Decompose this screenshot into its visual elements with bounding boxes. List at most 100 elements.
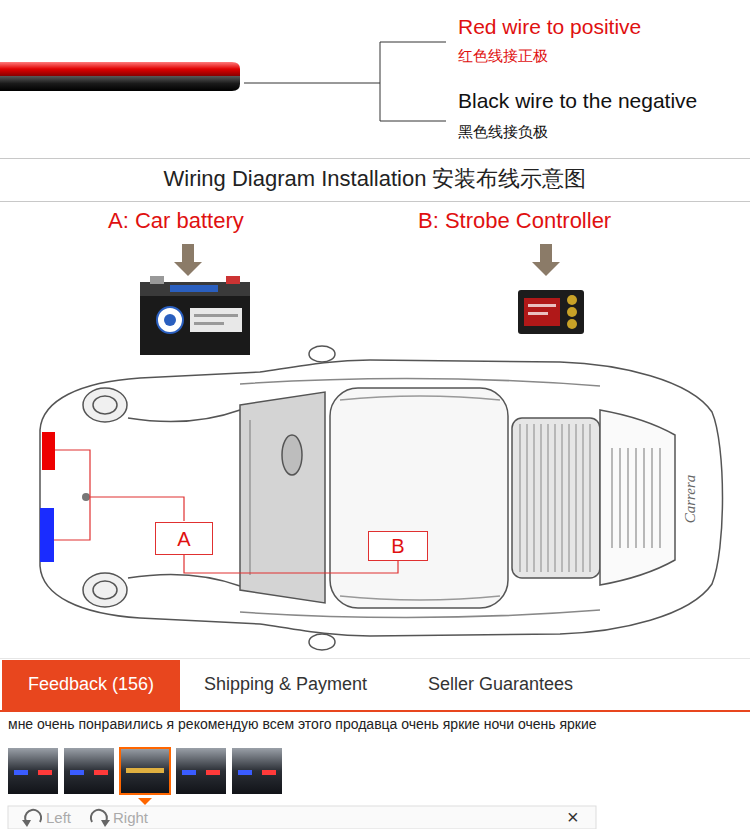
strobe-controller — [567, 319, 577, 329]
tab-bar — [0, 658, 750, 659]
wire-connector — [184, 555, 398, 573]
car-battery — [226, 276, 240, 284]
car-top-view — [83, 573, 127, 607]
car-battery — [140, 290, 250, 355]
car-top-view — [330, 388, 508, 608]
down-arrow — [182, 244, 194, 262]
review-text: мне очень понравились я рекомендую всем … — [8, 716, 597, 733]
divider-line — [0, 201, 750, 202]
car-battery — [190, 308, 242, 332]
review-thumbnail — [206, 770, 220, 775]
review-thumbnail — [94, 770, 108, 775]
review-thumbnail — [64, 748, 114, 794]
black-wire — [0, 76, 240, 91]
review-thumbnail — [182, 770, 196, 775]
wire-note: Red wire to positive — [458, 14, 641, 39]
car-top-view — [612, 448, 660, 548]
blue-strobe-light — [40, 508, 54, 562]
car-top-view — [512, 418, 600, 578]
car-battery — [194, 322, 224, 325]
review-thumbnail — [38, 770, 52, 775]
car-battery — [150, 276, 164, 284]
car-top-view — [40, 360, 723, 636]
down-arrow — [532, 262, 560, 276]
toolbar-button: Right — [113, 809, 148, 827]
car-battery — [194, 314, 238, 317]
review-thumbnail — [138, 798, 152, 805]
divider-line — [0, 158, 750, 159]
node-text: B — [391, 534, 404, 558]
review-thumbnail — [14, 770, 28, 775]
diagram-title: Wiring Diagram Installation 安装布线示意图 — [158, 166, 593, 191]
car-top-view — [128, 574, 240, 586]
strobe-light — [40, 432, 55, 562]
review-thumbnail — [8, 748, 282, 805]
car-top-view — [340, 396, 500, 600]
car-badge: Carrera — [681, 475, 699, 524]
wire-note: 红色线接正极 — [458, 47, 548, 65]
review-thumbnail — [126, 768, 164, 773]
leader-bracket — [244, 42, 446, 121]
review-thumbnail — [238, 770, 252, 775]
review-thumbnail — [120, 748, 170, 794]
rotate-toolbar — [101, 820, 110, 827]
review-thumbnail — [262, 770, 276, 775]
rotate-toolbar — [22, 820, 31, 827]
car-battery — [140, 282, 250, 296]
leader-bracket — [244, 42, 446, 121]
red-wire — [0, 62, 240, 76]
wire-note: 黑色线接负极 — [458, 123, 548, 141]
car-top-view — [40, 346, 723, 650]
wire-junction-box: A — [155, 522, 213, 555]
wire-junction-box: B — [368, 531, 428, 561]
active-tab: Feedback (156) — [2, 660, 180, 710]
review-thumbnail — [8, 748, 58, 794]
car-top-view — [249, 420, 251, 575]
review-thumbnail — [70, 770, 84, 775]
rotate-toolbar — [8, 806, 596, 829]
wire-illustration — [0, 62, 240, 91]
car-top-view — [93, 396, 117, 414]
car-battery — [164, 314, 176, 326]
car-top-view — [240, 378, 600, 617]
down-arrow — [540, 244, 552, 262]
down-arrow — [174, 262, 202, 276]
toolbar-button: Left — [46, 809, 71, 827]
car-top-view — [282, 435, 302, 475]
tab-bar — [0, 710, 750, 712]
strobe-controller — [567, 295, 577, 305]
tab-label: Shipping & Payment — [204, 674, 367, 696]
down-arrow — [174, 244, 560, 276]
red-strobe-light — [42, 432, 55, 470]
car-top-view — [240, 392, 325, 603]
strobe-controller — [524, 298, 560, 326]
part-label: A: Car battery — [108, 208, 244, 234]
strobe-controller — [528, 312, 548, 315]
car-battery — [140, 276, 250, 355]
strobe-controller — [567, 307, 577, 317]
review-thumbnail — [176, 748, 226, 794]
car-top-view — [600, 410, 675, 585]
car-top-view — [83, 388, 127, 422]
tab-label: Seller Guarantees — [428, 674, 573, 696]
car-top-view — [82, 493, 90, 501]
car-battery — [170, 285, 218, 292]
car-top-view — [128, 410, 240, 422]
wire-note: Black wire to the negative — [458, 88, 697, 113]
strobe-controller — [518, 290, 584, 334]
car-top-view — [309, 634, 335, 650]
car-top-view — [93, 581, 117, 599]
title-band: Wiring Diagram Installation 安装布线示意图 — [0, 166, 750, 192]
rotate-toolbar — [8, 806, 596, 829]
node-text: A — [177, 527, 190, 551]
node-text: Feedback (156) — [28, 674, 154, 696]
close-button: × — [567, 805, 579, 829]
car-battery — [157, 307, 183, 333]
tab-bar — [0, 658, 750, 712]
car-top-view — [309, 346, 335, 362]
divider-line — [0, 159, 750, 202]
strobe-controller — [528, 304, 556, 307]
car-top-view — [520, 424, 590, 572]
review-thumbnail — [232, 748, 282, 794]
